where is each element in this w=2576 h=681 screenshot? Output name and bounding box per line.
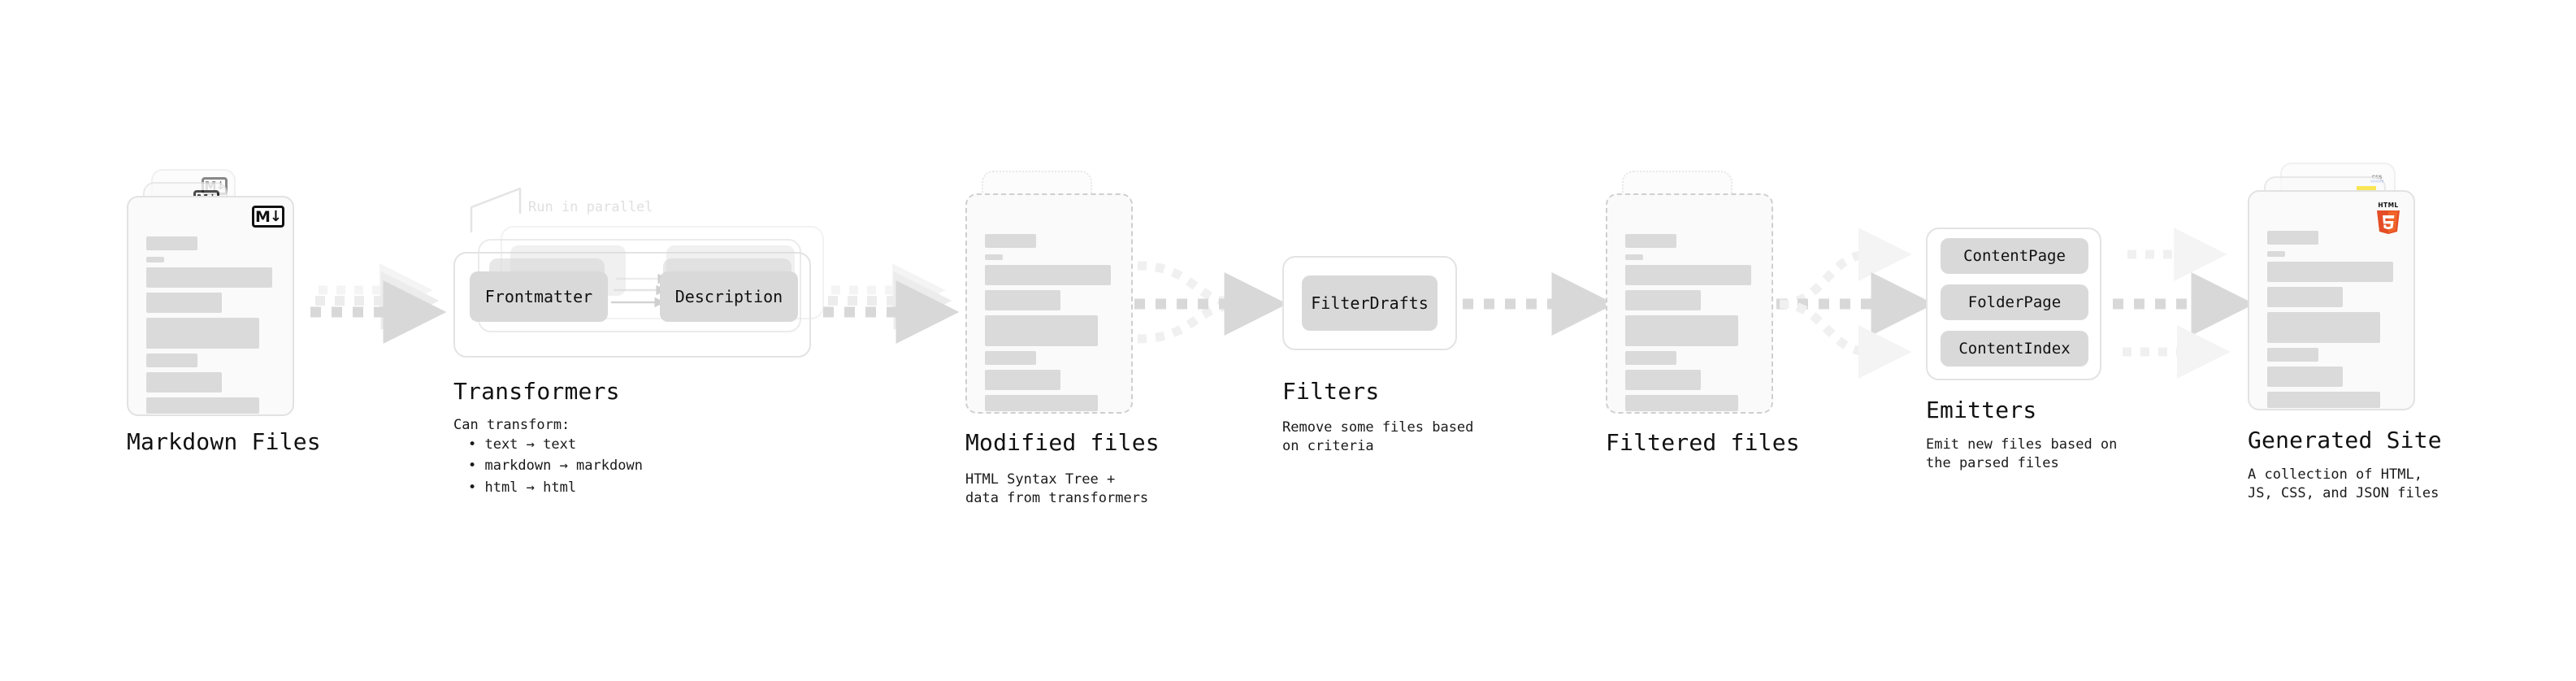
filtered-placeholder-lines xyxy=(1607,195,1772,412)
doc-line xyxy=(146,354,197,367)
chip-frontmatter[interactable]: Frontmatter xyxy=(470,271,608,322)
md-badge-letter-3: M xyxy=(254,207,271,226)
doc-line xyxy=(985,395,1098,411)
chip-contentindex[interactable]: ContentIndex xyxy=(1941,331,2088,367)
generated-site-subtitle-1: A collection of HTML, xyxy=(2248,466,2422,483)
doc-line xyxy=(146,257,164,262)
markdown-icon: M↓ xyxy=(252,206,284,228)
transformers-bullet-2: • markdown → markdown xyxy=(468,458,643,474)
emitters-subtitle-1: Emit new files based on xyxy=(1926,436,2118,453)
chip-folderpage-label: FolderPage xyxy=(1967,293,2062,311)
chip-contentpage-label: ContentPage xyxy=(1963,247,2066,265)
arrow-transformers-to-modified xyxy=(823,263,960,344)
modified-placeholder-lines xyxy=(967,195,1131,412)
doc-line xyxy=(2267,251,2285,257)
doc-line xyxy=(1625,395,1738,411)
doc-line xyxy=(1625,234,1676,248)
arrow-markdown-to-transformers xyxy=(310,263,447,344)
transformers-bullet-1: • text → text xyxy=(468,436,577,453)
doc-line xyxy=(2267,287,2343,307)
filters-subtitle-1: Remove some files based xyxy=(1282,419,1474,436)
markdown-placeholder-lines xyxy=(128,197,293,414)
modified-files-subtitle-2: data from transformers xyxy=(965,490,1149,506)
generated-site-subtitle-2: JS, CSS, and JSON files xyxy=(2248,485,2439,501)
doc-line xyxy=(1625,315,1738,346)
transformers-heading: Can transform: xyxy=(453,417,570,433)
html5-icon: HTML xyxy=(2374,200,2402,234)
doc-line xyxy=(985,370,1060,390)
chip-contentpage[interactable]: ContentPage xyxy=(1941,238,2088,274)
doc-line xyxy=(1625,265,1751,285)
modified-files-subtitle-1: HTML Syntax Tree + xyxy=(965,471,1116,488)
emitters-title: Emitters xyxy=(1926,397,2037,423)
arrow-emitters-to-site xyxy=(2113,228,2255,379)
generated-site-title: Generated Site xyxy=(2248,427,2442,453)
modified-files-title: Modified files xyxy=(965,429,1160,456)
filtered-files-title: Filtered files xyxy=(1606,429,1800,456)
modified-card-front xyxy=(965,193,1133,414)
chip-filterdrafts[interactable]: FilterDrafts xyxy=(1302,275,1438,331)
doc-line xyxy=(146,372,222,393)
filters-title: Filters xyxy=(1282,378,1380,405)
doc-line xyxy=(146,397,259,414)
doc-line xyxy=(146,293,222,313)
doc-line xyxy=(1625,370,1701,390)
filtered-card-front xyxy=(1606,193,1773,414)
doc-line xyxy=(985,351,1036,365)
doc-line xyxy=(2267,231,2318,245)
generated-card-html: HTML xyxy=(2248,190,2415,410)
doc-line xyxy=(985,265,1111,285)
doc-line xyxy=(985,254,1003,260)
chip-description[interactable]: Description xyxy=(660,271,798,322)
chip-filterdrafts-label: FilterDrafts xyxy=(1311,293,1429,313)
doc-line xyxy=(2267,367,2343,387)
markdown-files-title: Markdown Files xyxy=(127,428,321,455)
svg-text:HTML: HTML xyxy=(2378,202,2398,209)
chip-frontmatter-label: Frontmatter xyxy=(484,287,593,306)
chip-folderpage[interactable]: FolderPage xyxy=(1941,284,2088,320)
doc-line xyxy=(985,315,1098,346)
doc-line xyxy=(2267,348,2318,362)
transformers-bullet-3: • html → html xyxy=(468,479,577,496)
doc-line xyxy=(146,318,259,349)
doc-line xyxy=(985,290,1060,310)
filters-subtitle-2: on criteria xyxy=(1282,438,1374,454)
doc-line xyxy=(1625,290,1701,310)
doc-line xyxy=(985,234,1036,248)
doc-line xyxy=(2267,312,2380,343)
doc-line xyxy=(2267,392,2380,408)
transformers-title: Transformers xyxy=(453,378,620,405)
arrow-filtered-to-emitters xyxy=(1776,228,1935,379)
arrow-modified-to-filters xyxy=(1134,261,1288,344)
transformers-box-front xyxy=(453,252,811,358)
doc-line xyxy=(2267,262,2393,282)
markdown-card-front: M↓ xyxy=(127,196,294,416)
generated-placeholder-lines xyxy=(2249,192,2413,409)
doc-line xyxy=(146,236,197,250)
doc-line xyxy=(1625,351,1676,365)
chip-contentindex-label: ContentIndex xyxy=(1958,340,2071,358)
emitters-subtitle-2: the parsed files xyxy=(1926,455,2059,471)
doc-line xyxy=(146,267,272,288)
doc-line xyxy=(1625,254,1643,260)
chip-description-label: Description xyxy=(674,287,783,306)
run-in-parallel-label: Run in parallel xyxy=(528,199,653,215)
